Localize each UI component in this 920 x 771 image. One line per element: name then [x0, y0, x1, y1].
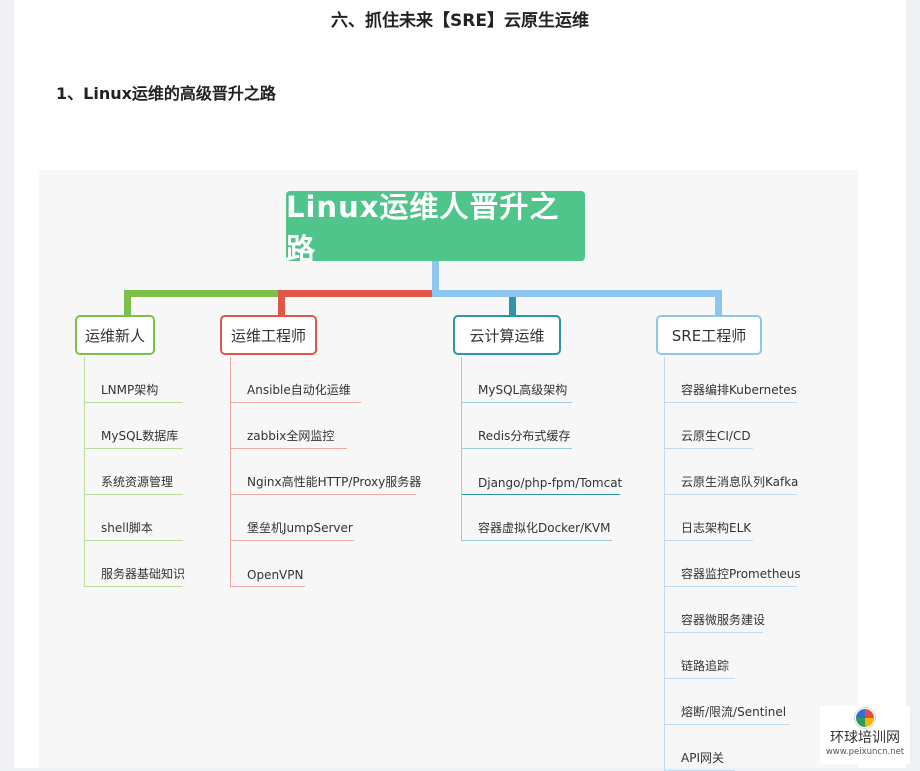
watermark: 环球培训网 www.peixuncn.net — [820, 706, 910, 764]
connector-drop-3 — [509, 297, 516, 315]
connector-drop-4 — [715, 290, 722, 315]
connector-bar-red — [281, 290, 432, 297]
connector-drop-2 — [278, 290, 285, 315]
sub-title: 1、Linux运维的高级晋升之路 — [56, 84, 276, 103]
connector-bar-green — [124, 290, 281, 297]
leaf-list-ops-engineer: Ansible自动化运维 zabbix全网监控 Nginx高性能HTTP/Pro… — [230, 357, 421, 587]
globe-logo-icon — [855, 708, 875, 728]
list-item: LNMP架构 — [85, 357, 183, 403]
list-item: MySQL数据库 — [85, 403, 183, 449]
list-item: 云原生CI/CD — [665, 403, 753, 449]
list-item: 容器编排Kubernetes — [665, 357, 797, 403]
section-title: 六、抓住未来【SRE】云原生运维 — [331, 11, 589, 31]
leaf-list-sre-engineer: 容器编排Kubernetes 云原生CI/CD 云原生消息队列Kafka 日志架… — [664, 357, 801, 771]
list-item: zabbix全网监控 — [231, 403, 347, 449]
list-item: OpenVPN — [231, 541, 305, 587]
list-item: Django/php-fpm/Tomcat — [462, 449, 622, 495]
connector-root-stem — [432, 261, 439, 296]
list-item: 云原生消息队列Kafka — [665, 449, 798, 495]
branch-ops-engineer: 运维工程师 — [220, 315, 317, 355]
article-page: 六、抓住未来【SRE】云原生运维 1、Linux运维的高级晋升之路 Linux运… — [14, 0, 906, 771]
branch-newbie: 运维新人 — [75, 315, 155, 355]
list-item: 容器虚拟化Docker/KVM — [462, 495, 612, 541]
branch-cloud-ops: 云计算运维 — [453, 315, 561, 355]
connector-bar-blue — [432, 290, 722, 297]
mindmap-image: Linux运维人晋升之路 运维新人 LNMP架构 MySQL数据库 系统资源管理… — [39, 170, 858, 771]
branch-sre-engineer: SRE工程师 — [656, 315, 762, 355]
list-item: 容器微服务建设 — [665, 587, 765, 633]
list-item: API网关 — [665, 725, 735, 771]
leaf-list-newbie: LNMP架构 MySQL数据库 系统资源管理 shell脚本 服务器基础知识 — [84, 357, 185, 587]
connector-drop-1 — [124, 290, 131, 315]
list-item: 日志架构ELK — [665, 495, 753, 541]
mindmap-root: Linux运维人晋升之路 — [286, 190, 585, 266]
list-item: Ansible自动化运维 — [231, 357, 361, 403]
list-item: shell脚本 — [85, 495, 183, 541]
list-item: 系统资源管理 — [85, 449, 183, 495]
list-item: 堡垒机JumpServer — [231, 495, 354, 541]
list-item: MySQL高级架构 — [462, 357, 572, 403]
list-item: Redis分布式缓存 — [462, 403, 572, 449]
list-item: 服务器基础知识 — [85, 541, 185, 587]
list-item: 熔断/限流/Sentinel — [665, 679, 790, 725]
watermark-name: 环球培训网 — [830, 730, 900, 746]
list-item: Nginx高性能HTTP/Proxy服务器 — [231, 449, 421, 495]
list-item: 容器监控Prometheus — [665, 541, 801, 587]
list-item: 链路追踪 — [665, 633, 735, 679]
leaf-list-cloud-ops: MySQL高级架构 Redis分布式缓存 Django/php-fpm/Tomc… — [461, 357, 622, 541]
watermark-url: www.peixuncn.net — [825, 747, 905, 757]
